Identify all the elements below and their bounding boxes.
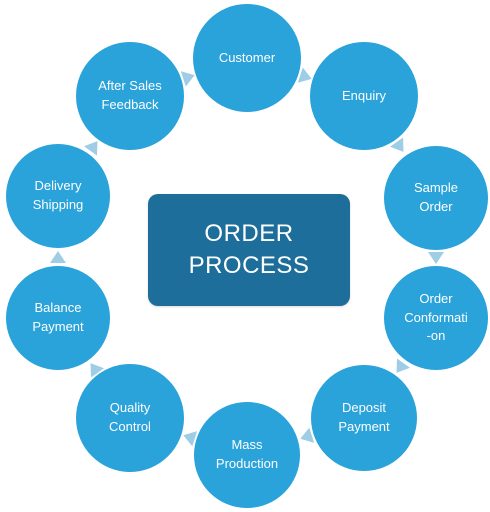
step-label-delivery-shipping-line-1: Delivery: [34, 178, 82, 194]
step-label-after-sales-feedback-line-2: Feedback: [101, 97, 159, 112]
flow-arrow-icon: [50, 251, 66, 263]
center-title-box: ORDER PROCESS: [148, 194, 350, 306]
step-label-quality-control-line-2: Control: [109, 419, 151, 434]
step-label-quality-control-line-1: Quality: [109, 400, 151, 416]
step-node-quality-control: Quality Control: [76, 364, 184, 472]
step-node-enquiry: Enquiry: [310, 42, 418, 150]
step-label-deposit-payment-line-2: Payment: [338, 419, 390, 434]
step-label-customer-line-1: Customer: [218, 49, 276, 65]
step-node-after-sales-feedback: After Sales Feedback: [76, 42, 184, 150]
step-label-order-conformation-line-2: Conformati: [404, 309, 468, 325]
step-label-mass-production-line-1: Mass: [231, 437, 263, 453]
step-label-order-conformation-line-3: -on: [426, 328, 446, 344]
step-label-after-sales-feedback-line-1: After Sales: [98, 78, 162, 94]
step-node-mass-production: Mass Production: [194, 402, 300, 508]
step-node-delivery-shipping: Delivery Shipping: [6, 144, 110, 248]
step-node-balance-payment: Balance Payment: [6, 266, 110, 370]
center-title-line-1: ORDER: [204, 219, 294, 247]
step-label-mass-production-line-2: Production: [215, 456, 279, 471]
step-label-order-conformation-line-1: Order: [419, 290, 453, 306]
step-label-delivery-shipping-line-2: Shipping: [32, 197, 84, 212]
step-label-balance-payment-line-1: Balance: [34, 300, 82, 316]
center-title-line-2: PROCESS: [188, 252, 310, 279]
step-label-enquiry-line-1: Enquiry: [341, 87, 387, 103]
flow-arrow-icon: [297, 427, 314, 446]
step-node-order-conformation: Order Conformati -on: [384, 266, 488, 370]
step-node-deposit-payment: Deposit Payment: [311, 365, 417, 471]
flow-arrow-icon: [428, 252, 444, 264]
step-label-sample-order-line-1: Sample: [413, 180, 459, 196]
step-node-sample-order: Sample Order: [384, 146, 488, 250]
step-node-customer: Customer: [193, 4, 301, 112]
step-label-deposit-payment-line-1: Deposit: [341, 400, 387, 416]
step-label-sample-order-line-2: Order: [419, 199, 453, 214]
step-label-balance-payment-line-2: Payment: [32, 319, 84, 334]
